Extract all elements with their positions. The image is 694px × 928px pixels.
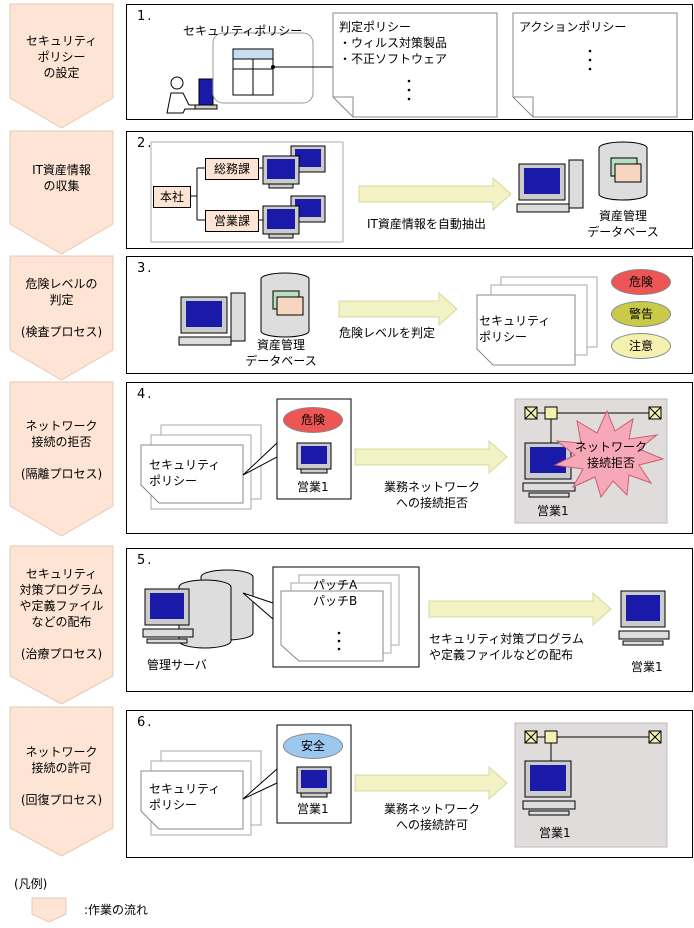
panel-4: 4. 危険 営業1 セキュリティ ポリシー 業務ネットワーク への接続拒否 ネッ… — [126, 382, 693, 534]
mgmt-server-label: 管理サーバ — [147, 658, 207, 672]
status-safe-badge: 安全 — [283, 733, 343, 759]
dept-sales: 営業課 — [205, 210, 259, 232]
panel-3-drawing — [178, 272, 598, 366]
step-arrow-2 — [9, 130, 114, 255]
auto-extract-label: IT資産情報を自動抽出 — [367, 217, 486, 231]
policy-label-6: セキュリティ ポリシー — [149, 782, 221, 812]
panel-6: 6. 安全 営業1 セキュリティ ポリシー 業務ネットワーク への接続許可 営業… — [126, 710, 693, 858]
panel-5: 5. 管理サーバ パッチA パッチB セキュリティ対策プログラム や定義ファイル… — [126, 548, 693, 692]
action-policy-text: アクションポリシー — [519, 20, 627, 34]
step-label-1: セキュリティ ポリシー の設定 — [25, 34, 98, 80]
status-danger-badge: 危険 — [283, 407, 343, 433]
pc-label-6-right: 営業1 — [539, 826, 571, 840]
panel-6-number: 6. — [137, 715, 154, 730]
panel-1-drawing — [166, 12, 678, 118]
step-label-2: IT資産情報 の収集 — [32, 163, 91, 193]
panel-2-number: 2. — [137, 136, 154, 151]
panel-3-number: 3. — [137, 261, 154, 276]
judge-policy-text: 判定ポリシー ・ウィルス対策製品 ・不正ソフトウェア — [339, 20, 448, 66]
deny-connection-label: 業務ネットワーク への接続拒否 — [383, 480, 480, 510]
panel-4-number: 4. — [137, 387, 154, 402]
step-arrow-5 — [9, 545, 114, 705]
step-arrow-6 — [9, 706, 114, 857]
legend-desc: :作業の流れ — [84, 903, 149, 917]
step-arrow-4 — [9, 381, 114, 537]
security-policy-title: セキュリティポリシー — [183, 24, 303, 38]
judge-level-label: 危険レベルを判定 — [339, 326, 436, 340]
dept-general-affairs: 総務課 — [205, 158, 259, 180]
asset-db-label-3: 資産管理 データベース — [245, 338, 317, 368]
pc-label-5: 営業1 — [631, 660, 663, 674]
step-label-6: ネットワーク 接続の許可 (回復プロセス) — [20, 745, 103, 807]
policy-label-4: セキュリティ ポリシー — [149, 458, 221, 488]
head-office-box: 本社 — [153, 186, 191, 208]
panel-1: 1. セキュリティポリシー 判定ポリシー ・ウィルス対策製品 ・不正ソフトウェア… — [126, 4, 693, 120]
pc-label-4: 営業1 — [297, 480, 329, 494]
step-label-4: ネットワーク 接続の拒否 (隔離プロセス) — [20, 419, 103, 481]
panel-2: 2. 本社 総務課 営業課 IT資産情報を自動抽出 資産管理 データベース — [126, 131, 693, 249]
step-arrow-1 — [9, 3, 114, 129]
pc-label-6: 営業1 — [297, 802, 329, 816]
pc-label-4-right: 営業1 — [537, 504, 569, 518]
level-danger-badge: 危険 — [611, 269, 671, 295]
step-label-5: セキュリティ 対策プログラム や定義ファイル などの配布 (治療プロセス) — [19, 567, 104, 661]
legend-arrow — [31, 897, 67, 923]
deny-burst-label: ネットワーク 接続拒否 — [574, 440, 647, 470]
panel-4-drawing — [140, 398, 668, 524]
policy-label-3: セキュリティ ポリシー — [479, 314, 551, 344]
patch-list: パッチA パッチB — [313, 578, 358, 608]
panel-3: 3. 資産管理 データベース 危険レベルを判定 セキュリティ ポリシー 危険 警… — [126, 256, 693, 374]
step-arrow-3 — [9, 255, 114, 381]
asset-db-label: 資産管理 データベース — [587, 209, 659, 239]
level-warning-badge: 警告 — [611, 301, 671, 327]
allow-connection-label: 業務ネットワーク への接続許可 — [383, 802, 480, 832]
panel-1-number: 1. — [137, 9, 154, 24]
panel-5-number: 5. — [137, 553, 154, 568]
level-caution-badge: 注意 — [611, 333, 671, 359]
step-label-3: 危険レベルの 判定 (検査プロセス) — [20, 277, 103, 339]
legend-title: (凡例) — [14, 877, 48, 891]
distribute-label: セキュリティ対策プログラム や定義ファイルなどの配布 — [429, 632, 584, 662]
panel-5-drawing — [142, 566, 670, 668]
